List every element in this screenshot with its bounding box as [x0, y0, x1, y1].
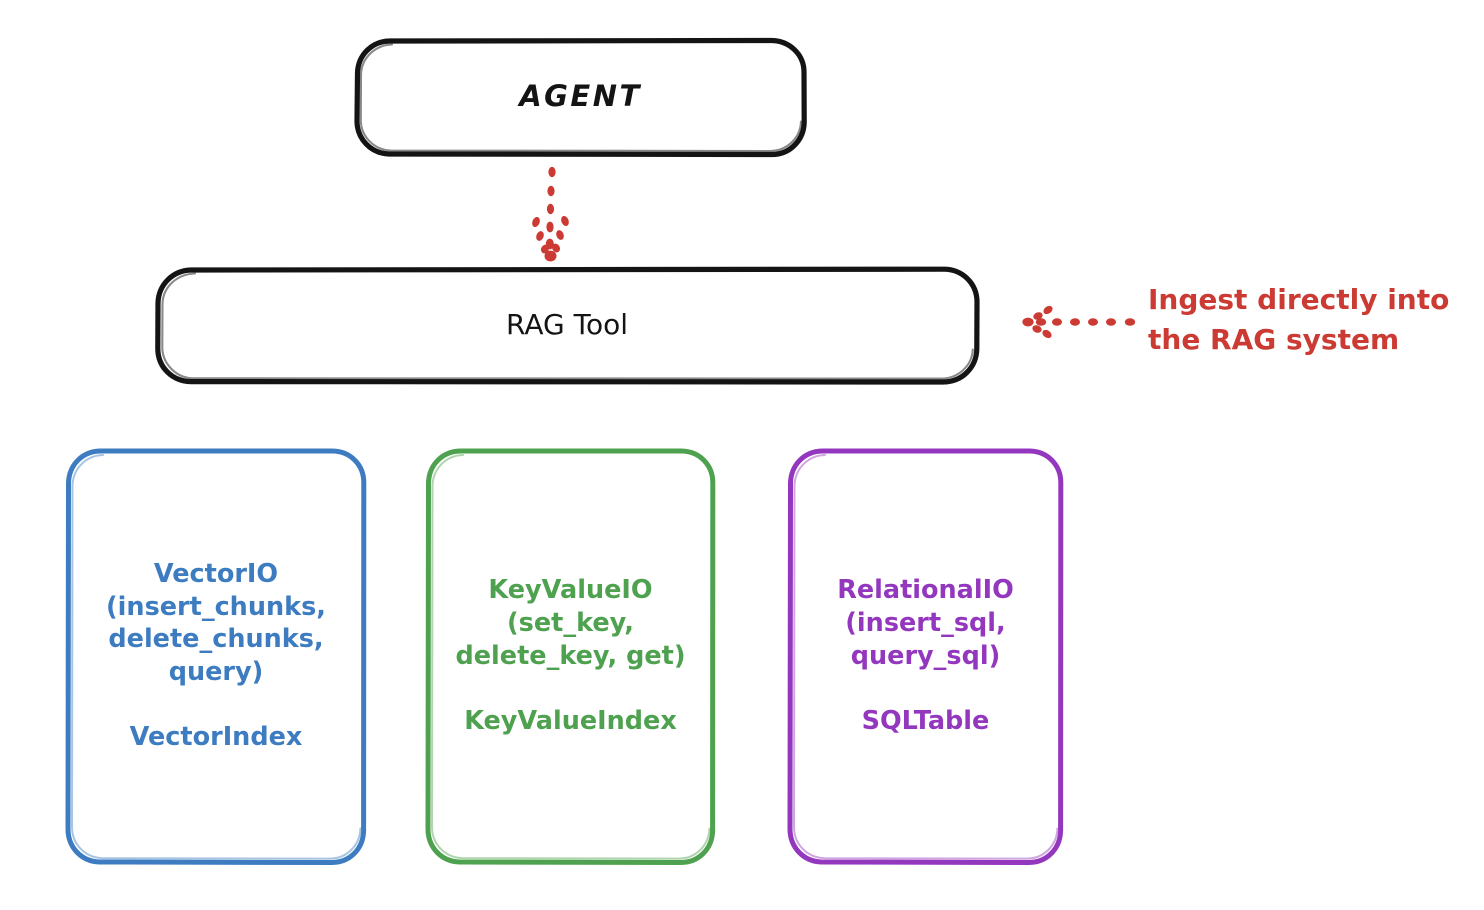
vectorio-node[interactable] [65, 448, 367, 865]
relationalio-node[interactable] [787, 448, 1064, 865]
vectorio-box-sketch-overstroke [70, 454, 362, 860]
ragtool-box-sketch-overstroke [161, 272, 974, 380]
annotation-to-ragtool-arrow [1022, 305, 1136, 339]
keyvalueio-node[interactable] [425, 448, 716, 865]
agent-to-ragtool-arrow [532, 166, 569, 262]
relationalio-box-outline [787, 448, 1064, 865]
vectorio-box-outline [65, 448, 367, 865]
keyvalueio-box-sketch-overstroke [430, 454, 711, 860]
agent-box-sketch-overstroke [359, 43, 803, 153]
ragtool-node[interactable] [155, 266, 980, 385]
agent-node[interactable] [354, 37, 807, 158]
ragtool-box-outline [155, 266, 980, 385]
agent-box-outline [354, 37, 807, 158]
relationalio-box-sketch-overstroke [792, 454, 1059, 860]
keyvalueio-box-outline [425, 448, 716, 865]
